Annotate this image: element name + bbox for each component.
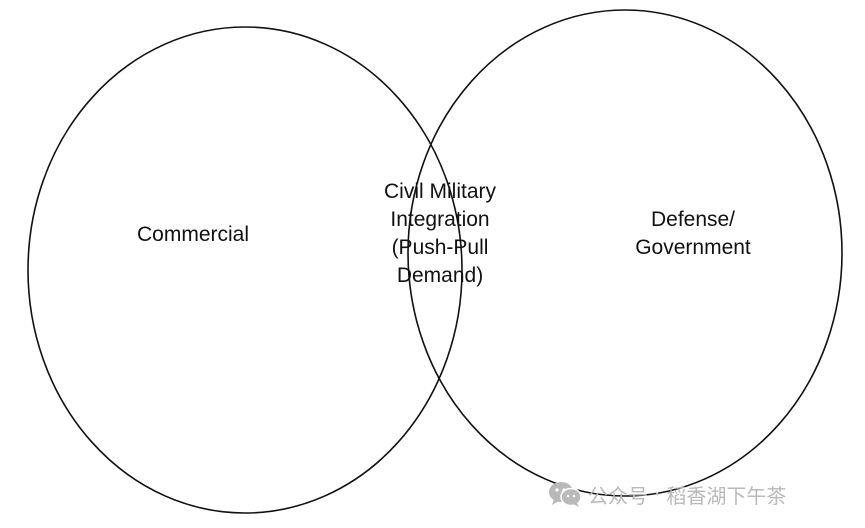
commercial-label-line: Commercial <box>136 223 249 246</box>
watermark-account-label: 公众号 <box>588 483 648 508</box>
commercial-label: Commercial <box>108 221 278 249</box>
watermark-separator: · <box>654 482 661 506</box>
defense-government-circle <box>407 9 843 497</box>
intersection-label-line-1: Civil Military <box>384 180 496 203</box>
intersection-label: Civil Military Integration (Push-Pull De… <box>355 178 525 290</box>
defense-label-line-1: Defense/ <box>650 208 736 231</box>
watermark-account-name: 稻香湖下午茶 <box>666 483 787 508</box>
commercial-circle <box>27 26 463 514</box>
intersection-label-line-3: (Push-Pull <box>391 236 489 259</box>
wechat-watermark: 公众号 · 稻香湖下午茶 <box>548 479 786 509</box>
defense-government-label: Defense/ Government <box>608 206 778 262</box>
wechat-icon <box>549 482 582 507</box>
intersection-label-line-4: Demand) <box>396 264 484 287</box>
defense-label-line-2: Government <box>635 236 751 259</box>
intersection-label-line-2: Integration <box>390 208 490 231</box>
